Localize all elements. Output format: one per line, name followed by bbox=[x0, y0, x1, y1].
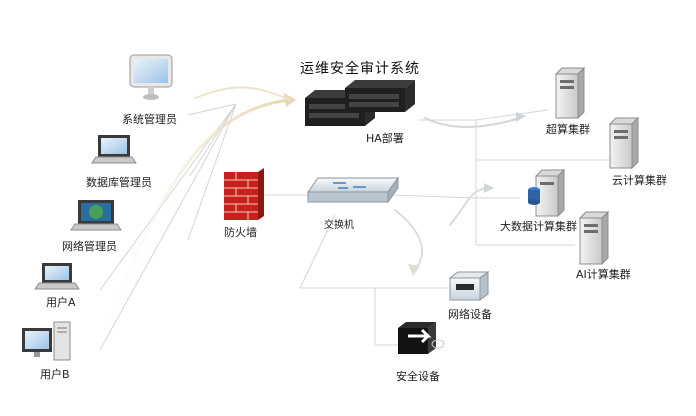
link-switch-down bbox=[299, 214, 336, 289]
ai-server-icon bbox=[578, 210, 610, 266]
flow-arrowhead-ha bbox=[516, 112, 526, 122]
supercomputer-server-icon bbox=[554, 66, 586, 120]
label-db-admin: 数据库管理员 bbox=[86, 176, 152, 189]
label-firewall: 防火墙 bbox=[224, 226, 257, 239]
network-device-icon bbox=[448, 271, 490, 301]
desktop-tower-icon bbox=[22, 321, 71, 361]
label-user-b: 用户B bbox=[40, 368, 70, 381]
laptop-user-a-icon bbox=[34, 263, 80, 290]
label-network: 网络设备 bbox=[448, 308, 492, 321]
label-bigdata: 大数据计算集群 bbox=[500, 220, 577, 233]
laptop-icon bbox=[91, 135, 137, 164]
flow-arrows bbox=[94, 86, 526, 352]
bigdata-server-icon bbox=[528, 168, 566, 218]
flow-arrowhead-down bbox=[408, 264, 420, 276]
label-sys-admin: 系统管理员 bbox=[122, 113, 177, 126]
link-net-admin bbox=[187, 103, 237, 241]
laptop-globe-icon bbox=[70, 200, 122, 231]
flow-arrow-ha bbox=[424, 117, 521, 128]
cloud-server-icon bbox=[608, 116, 640, 170]
label-ai: AI计算集群 bbox=[576, 268, 631, 281]
link-super bbox=[475, 109, 549, 121]
link-db-admin bbox=[189, 103, 237, 177]
flow-arrow-top bbox=[194, 86, 291, 101]
label-switch: 交换机 bbox=[324, 220, 354, 231]
flow-arrow-bigdata bbox=[449, 187, 489, 226]
label-security: 安全设备 bbox=[396, 370, 440, 383]
flow-arrow-down bbox=[394, 209, 424, 271]
label-ha: HA部署 bbox=[366, 132, 404, 145]
desktop-monitor-icon bbox=[129, 54, 173, 100]
flow-arrowhead-bigdata bbox=[484, 183, 494, 193]
label-cloud: 云计算集群 bbox=[612, 174, 667, 187]
firewall-icon bbox=[224, 168, 264, 220]
switch-icon bbox=[307, 176, 399, 204]
security-device-icon bbox=[398, 322, 445, 354]
label-user-a: 用户A bbox=[46, 296, 76, 309]
link-sys-admin bbox=[187, 103, 237, 116]
label-super: 超算集群 bbox=[546, 123, 590, 136]
diagram-title: 运维安全审计系统 bbox=[300, 61, 420, 77]
link-switch-right bbox=[391, 194, 477, 199]
ha-servers-icon bbox=[305, 80, 415, 126]
label-net-admin: 网络管理员 bbox=[62, 240, 117, 253]
flow-arrow-left bbox=[94, 98, 292, 352]
link-user-b bbox=[99, 103, 237, 351]
